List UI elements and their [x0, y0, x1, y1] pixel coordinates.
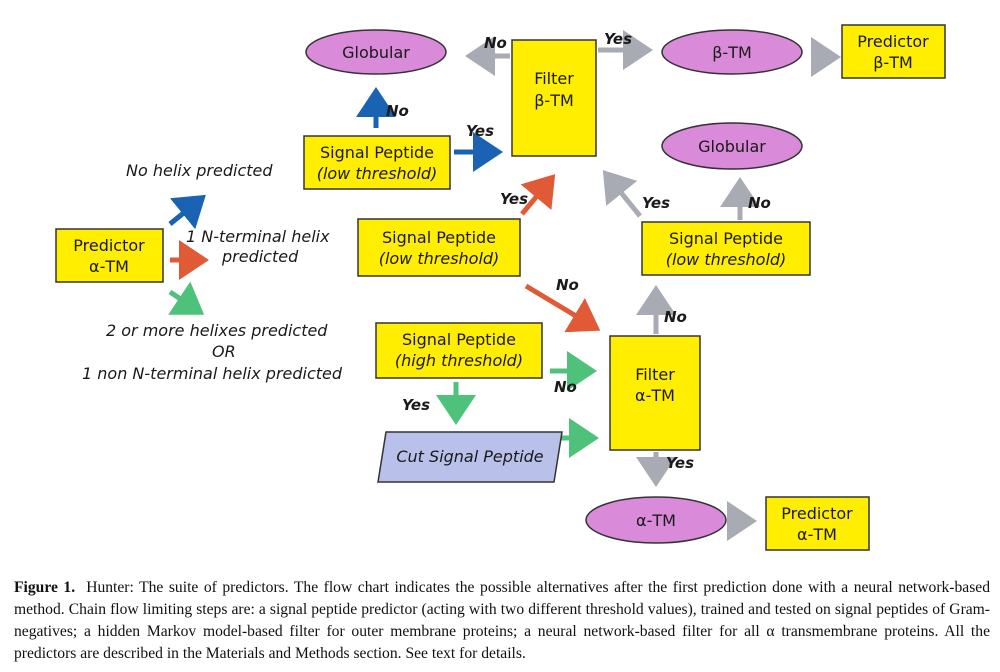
edge-label-yes: Yes: [500, 190, 528, 208]
edge-label-yes: Yes: [604, 30, 632, 48]
arrow-sp3-to-filter-beta: [602, 170, 642, 218]
edge-label-no: No: [484, 34, 507, 52]
edge-label-no: No: [554, 378, 577, 396]
branch-label-two-helix: 2 or more helixes predicted: [106, 321, 328, 340]
arrow-sp2-to-filter-beta: [520, 174, 556, 216]
node-label: β-TM: [534, 91, 574, 110]
branch-label-no-helix: No helix predicted: [126, 161, 273, 180]
edge-label-no: No: [748, 194, 771, 212]
node-label: α-TM: [797, 525, 837, 544]
node-label: (high threshold): [395, 351, 523, 370]
node-label: α-TM: [635, 386, 675, 405]
node-filter-alpha: Filter α-TM: [609, 335, 701, 451]
node-signal-low-1: Signal Peptide (low threshold): [303, 135, 451, 190]
caption-text: Hunter: The suite of predictors. The flo…: [14, 579, 991, 662]
node-label: Predictor: [781, 504, 853, 523]
edge-label-yes: Yes: [666, 454, 694, 472]
node-label: α-TM: [636, 511, 676, 530]
branch-label-one-helix: 1 N-terminal helix: [186, 227, 330, 246]
node-label: (low threshold): [666, 250, 787, 269]
arrow-predictor-no-helix: [168, 194, 206, 230]
node-globular-right: Globular: [661, 122, 803, 170]
arrow-predictor-two-helix: [168, 281, 205, 315]
node-predictor-beta-final: Predictor β-TM: [841, 24, 946, 79]
node-label: Predictor: [857, 32, 929, 51]
node-label: α-TM: [89, 257, 129, 276]
node-beta-tm-ellipse: β-TM: [661, 29, 803, 75]
figure-caption: Figure 1. Hunter: The suite of predictor…: [14, 577, 990, 665]
node-predictor-alpha-final: Predictor α-TM: [765, 496, 870, 551]
node-label: β-TM: [873, 53, 913, 72]
node-signal-low-2: Signal Peptide (low threshold): [357, 218, 521, 277]
branch-label-one-helix: predicted: [221, 247, 299, 266]
node-signal-low-3: Signal Peptide (low threshold): [641, 221, 811, 276]
node-label: Globular: [698, 137, 766, 156]
node-label: β-TM: [712, 43, 752, 62]
node-alpha-tm-ellipse: α-TM: [585, 496, 727, 544]
arrow-sp2-to-filter-alpha: [524, 283, 601, 333]
edge-label-yes: Yes: [402, 396, 430, 414]
node-label: (low threshold): [379, 249, 500, 268]
edge-label-no: No: [386, 102, 409, 120]
node-label: Globular: [342, 43, 410, 62]
edge-label-no: No: [664, 308, 687, 326]
node-label: Signal Peptide: [320, 143, 434, 162]
node-label: Signal Peptide: [669, 229, 783, 248]
branch-label-two-helix: OR: [212, 342, 236, 361]
node-label: Signal Peptide: [382, 228, 496, 247]
node-globular-top: Globular: [305, 29, 447, 75]
node-label: Filter: [534, 69, 574, 88]
edge-label-no: No: [556, 276, 579, 294]
edge-label-yes: Yes: [466, 122, 494, 140]
node-label: Cut Signal Peptide: [396, 447, 543, 466]
edge-label-yes: Yes: [642, 194, 670, 212]
node-predictor-alpha-start: Predictor α-TM: [55, 228, 164, 283]
caption-label: Figure 1.: [14, 579, 76, 596]
node-label: Signal Peptide: [402, 330, 516, 349]
node-filter-beta: Filter β-TM: [511, 39, 597, 157]
node-label: Predictor: [73, 236, 145, 255]
node-label: Filter: [635, 365, 675, 384]
node-cut-signal: Cut Signal Peptide: [377, 431, 563, 483]
node-signal-high: Signal Peptide (high threshold): [375, 322, 543, 379]
branch-label-two-helix: 1 non N-terminal helix predicted: [82, 364, 343, 383]
node-label: (low threshold): [317, 164, 438, 183]
